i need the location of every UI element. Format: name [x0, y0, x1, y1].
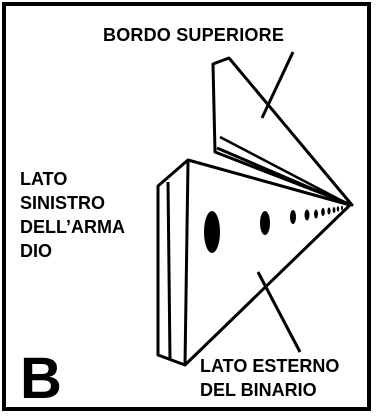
rail-face [156, 158, 352, 367]
rail-fold-line-2 [219, 135, 351, 207]
leader-line-outer-side [256, 271, 302, 353]
mounting-hole [321, 208, 325, 216]
label-cabinet-side-line-3: DELL’ARMA [20, 217, 125, 237]
mounting-hole [332, 207, 336, 213]
label-top-edge: BORDO SUPERIORE [103, 25, 285, 45]
mounting-hole [304, 209, 310, 221]
mounting-hole [327, 207, 331, 215]
label-cabinet-side-line-1: LATO [20, 169, 68, 189]
leader-line-top-edge [260, 51, 295, 119]
rail-top-flange [211, 56, 354, 207]
mounting-hole [260, 211, 270, 235]
rail-fold-line [216, 146, 351, 207]
label-cabinet-side-line-2: SINISTRO [20, 193, 106, 213]
label-cabinet-side-line-4: DIO [20, 241, 53, 261]
mounting-hole [204, 211, 220, 253]
mounting-hole [341, 205, 343, 211]
mounting-hole [314, 209, 318, 219]
panel-letter: B [20, 346, 62, 411]
mounting-hole [290, 210, 296, 224]
mounting-hole [336, 206, 340, 212]
label-rail-outer-side-line-2: DEL BINARIO [200, 380, 317, 400]
rail-edge-thickness [166, 181, 172, 361]
rail-edge-thickness-2 [183, 161, 190, 366]
label-rail-outer-side-line-1: LATO ESTERNO [200, 356, 340, 376]
